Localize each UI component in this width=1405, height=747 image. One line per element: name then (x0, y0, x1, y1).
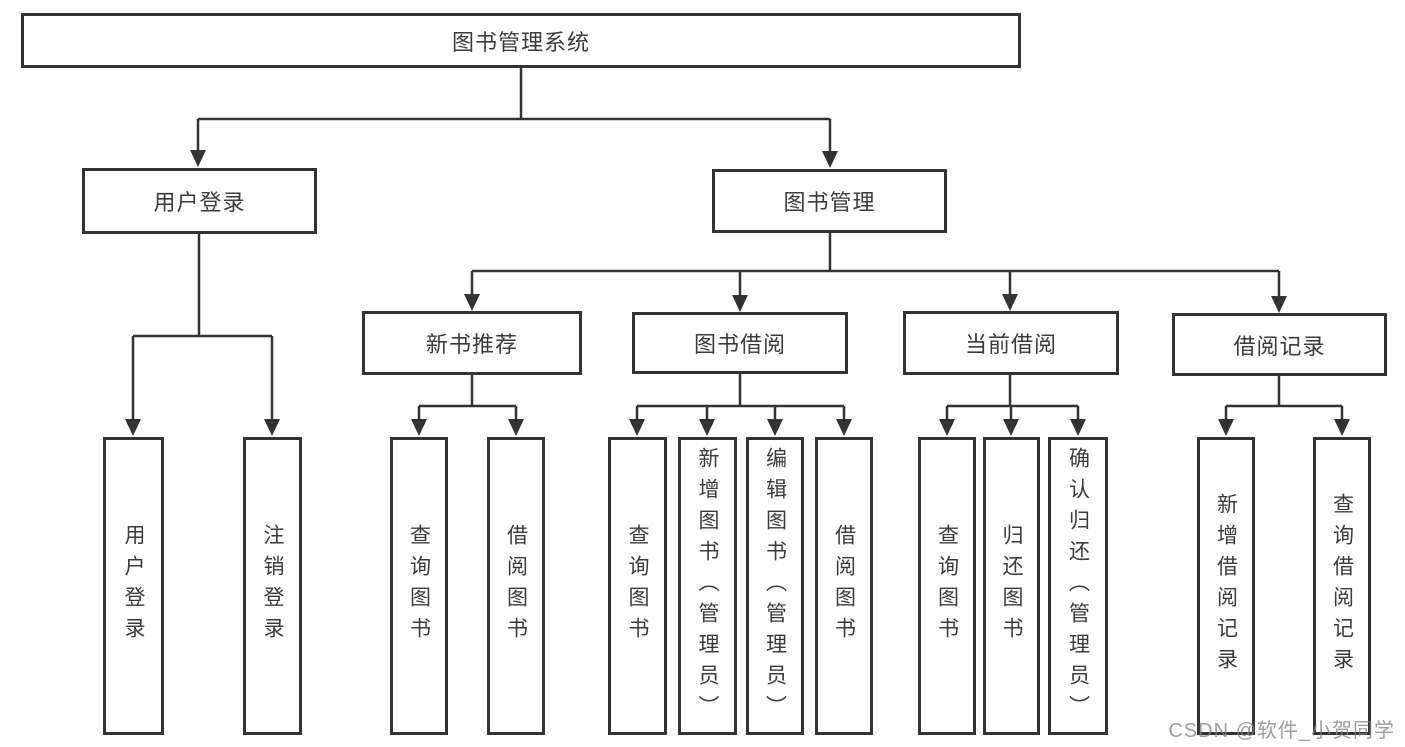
arrow-down-icon (1334, 419, 1350, 436)
leaf-confirm-return-admin: 确认归还（管理员） (1048, 437, 1108, 735)
leaf-query-books-borrowing: 查询图书 (608, 437, 667, 735)
node-user-login: 用户登录 (82, 168, 317, 234)
arrow-down-icon (190, 150, 206, 167)
arrow-down-icon (1002, 294, 1018, 311)
node-label: 新增借阅记录 (1214, 493, 1238, 679)
node-book-borrowing: 图书借阅 (632, 312, 848, 374)
leaf-query-books-recommend: 查询图书 (390, 437, 448, 735)
arrow-down-icon (767, 419, 783, 436)
node-label: 查询图书 (935, 524, 959, 648)
node-label: 注销登录 (261, 524, 284, 648)
node-label: 新增图书（管理员） (696, 446, 719, 726)
arrow-down-icon (1003, 419, 1019, 436)
node-label: 借阅记录 (1233, 333, 1326, 359)
node-borrowing-records: 借阅记录 (1172, 313, 1387, 376)
leaf-user-login: 用户登录 (103, 437, 164, 735)
arrowheads (125, 150, 1350, 436)
node-new-book-recommend: 新书推荐 (362, 311, 582, 375)
arrow-down-icon (1218, 419, 1234, 436)
node-label: 新书推荐 (425, 332, 518, 357)
arrow-down-icon (1070, 419, 1086, 436)
node-label: 图书管理系统 (451, 29, 590, 55)
arrow-down-icon (939, 419, 955, 436)
arrow-down-icon (836, 419, 852, 436)
arrow-down-icon (1271, 296, 1287, 313)
node-current-borrowing: 当前借阅 (903, 311, 1119, 375)
leaf-add-borrow-record: 新增借阅记录 (1197, 437, 1255, 735)
node-label: 图书借阅 (693, 332, 786, 357)
arrow-down-icon (464, 294, 480, 311)
leaf-borrow-books-recommend: 借阅图书 (487, 437, 545, 735)
arrow-down-icon (125, 419, 141, 436)
node-label: 用户登录 (122, 524, 145, 648)
csdn-watermark: CSDN @软件_小贺同学 (1168, 720, 1395, 742)
leaf-query-books-current: 查询图书 (918, 437, 976, 735)
node-library-management-system: 图书管理系统 (21, 13, 1021, 68)
arrow-down-icon (822, 151, 838, 168)
node-label: 查询借阅记录 (1330, 493, 1354, 679)
node-label: 当前借阅 (964, 332, 1057, 357)
leaf-edit-book-admin: 编辑图书（管理员） (746, 437, 804, 735)
connector-lines (131, 67, 1344, 421)
arrow-down-icon (699, 419, 715, 436)
node-label: 借阅图书 (504, 524, 528, 648)
node-book-management: 图书管理 (712, 169, 947, 233)
arrow-down-icon (732, 295, 748, 312)
leaf-borrow-books-borrowing: 借阅图书 (815, 437, 873, 735)
node-label: 归还图书 (1000, 524, 1023, 648)
node-label: 编辑图书（管理员） (763, 446, 787, 726)
node-label: 借阅图书 (832, 524, 856, 648)
node-label: 查询图书 (626, 524, 649, 648)
leaf-return-books: 归还图书 (983, 437, 1040, 735)
leaf-logout-login: 注销登录 (243, 437, 302, 735)
arrow-down-icon (629, 419, 645, 436)
leaf-query-borrow-record: 查询借阅记录 (1313, 437, 1371, 735)
arrow-down-icon (264, 419, 280, 436)
node-label: 查询图书 (407, 524, 431, 648)
node-label: 图书管理 (783, 190, 876, 215)
leaf-add-book-admin: 新增图书（管理员） (678, 437, 737, 735)
node-label: 确认归还（管理员） (1066, 446, 1090, 726)
arrow-down-icon (411, 419, 427, 436)
arrow-down-icon (508, 419, 524, 436)
node-label: 用户登录 (153, 190, 246, 215)
